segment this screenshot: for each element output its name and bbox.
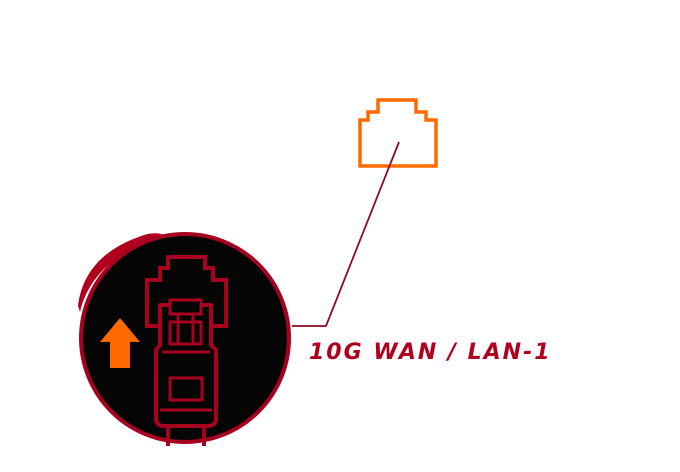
port-label: 10G WAN / LAN-1 [309, 340, 552, 365]
highlighted-port [358, 98, 438, 168]
ethernet-plug-icon [154, 298, 218, 446]
callout-badge [78, 232, 291, 446]
leader-line [292, 141, 400, 327]
callout-crescent [78, 233, 168, 312]
callout-port-icon [145, 255, 228, 328]
ethernet-port-icon [358, 98, 438, 168]
arrow-up-icon [100, 318, 140, 368]
